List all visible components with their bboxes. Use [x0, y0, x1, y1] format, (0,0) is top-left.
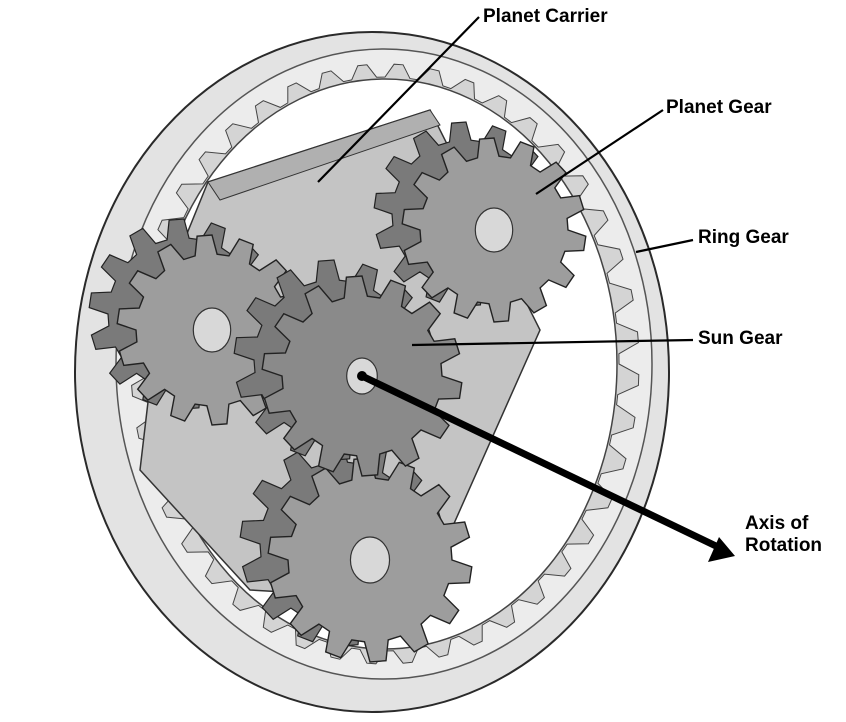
label-planet-carrier: Planet Carrier — [483, 6, 608, 28]
gear-hub — [475, 208, 512, 252]
label-axis-line2: Rotation — [745, 535, 822, 557]
label-sun-gear: Sun Gear — [698, 328, 782, 350]
gear-hub — [350, 537, 389, 583]
gear-hub — [193, 308, 230, 352]
label-ring-gear: Ring Gear — [698, 227, 789, 249]
label-axis-line1: Axis of — [745, 513, 822, 535]
label-axis-of-rotation: Axis of Rotation — [745, 513, 822, 557]
label-planet-gear: Planet Gear — [666, 97, 772, 119]
